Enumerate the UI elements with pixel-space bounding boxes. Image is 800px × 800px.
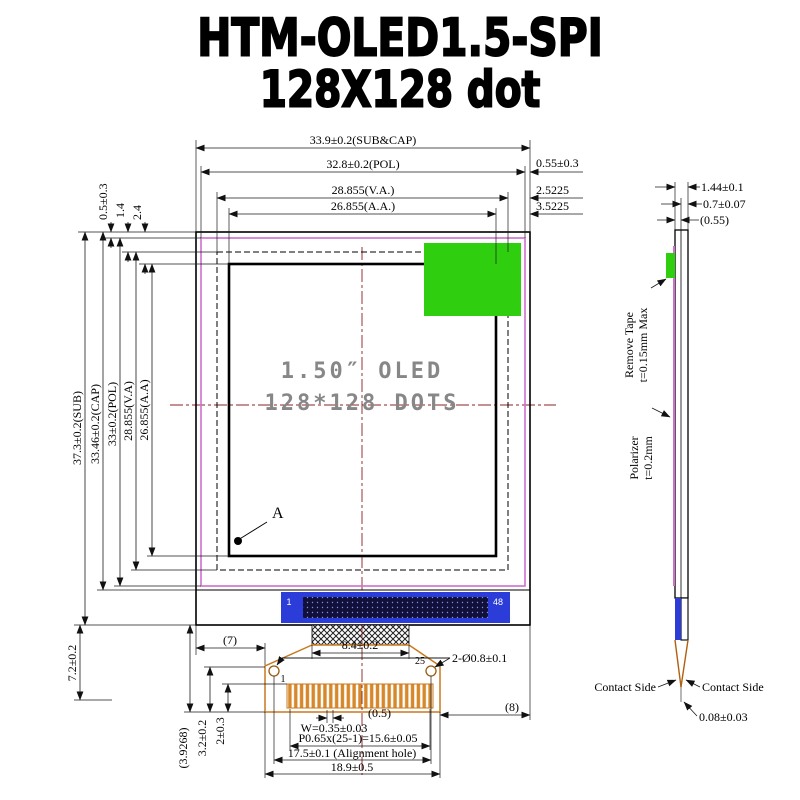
dim-cap-height: 33.46±0.2(CAP) [88,384,102,464]
side-fpc-taper-left [674,639,682,688]
remove-tape-thickness-label: t=0.15mm Max [636,308,650,383]
dim-cap-thickness: (0.55) [700,213,729,227]
dim-left-offset-aa: 2.4 [130,205,144,220]
dim-pol-height: 33±0.2(POL) [105,382,119,446]
driver-pin-1-label: 1 [286,597,291,607]
dim-right-offset-pol: 0.55±0.3 [536,156,579,170]
driver-ic [303,597,488,618]
dim-neck-width: 8.4±0.2 [342,638,379,652]
dim-va-width: 28.855(V.A.) [332,183,395,197]
side-remove-tape-tab [666,253,675,278]
side-view [666,229,689,702]
side-profile-body [674,229,689,599]
viewing-area-outline [216,251,509,571]
dim-fpc-thickness: 0.08±0.03 [699,710,748,724]
remove-tape-label: Remove Tape [622,312,636,378]
dim-glass-to-fpc: (7) [223,633,237,647]
fpc-pin-25-label: 25 [415,656,425,667]
dim-fpc-ref: (3.9268) [176,728,190,769]
contact-side-left-label: Contact Side [594,680,656,694]
fpc-pin-1-label: 1 [281,674,286,685]
polarizer-thickness-label: t=0.2mm [641,435,655,479]
dim-sub-height: 37.3±0.2(SUB) [70,391,84,465]
dim-right-ref: (8) [505,700,519,714]
protect-tape-tab [424,243,521,316]
dim-aa-height: 26.855(A.A) [137,379,151,440]
dim-alignment-holes: 2-Ø0.8±0.1 [452,651,507,665]
point-a-leader [237,521,268,541]
fpc-contact-pads [286,683,434,709]
center-lines [170,247,556,592]
polarizer-label: Polarizer [627,436,641,479]
dim-va-height: 28.855(V.A) [121,381,135,441]
front-view [195,231,531,775]
dim-pad-pitch: P0.65x(25-1)=15.6±0.05 [298,731,417,745]
dim-sub-thickness: 0.7±0.07 [703,197,746,211]
dim-right-offset-aa: 3.5225 [536,199,569,213]
dim-finger-length: 3.2±0.2 [195,720,209,757]
dim-left-offset-pol: 0.5±0.3 [96,183,110,220]
dim-bottom-ledge: 7.2±0.2 [65,645,79,682]
drawing-title: HTM-OLED1.5-SPI [196,7,603,69]
dim-sub-cap-width: 33.9±0.2(SUB&CAP) [310,133,417,147]
contact-side-right-label: Contact Side [702,680,764,694]
polarizer-outline [200,237,526,587]
side-substrate-ledge [680,597,689,641]
labels: 1.50″ OLED 128*128 DOTS A 1 48 1 25 33.9… [65,133,764,774]
dim-pol-width: 32.8±0.2(POL) [326,157,399,171]
dimension-lines [76,144,702,778]
alignment-hole-right [425,665,437,677]
side-fpc-taper-right [680,639,689,688]
dim-pad-width: W=0.35±0.03 [301,721,368,735]
dim-left-offset-va: 1.4 [113,203,127,218]
dim-center-gap: (0.5) [368,706,391,720]
dim-hole-span: 17.5±0.1 (Alignment hole) [288,746,417,760]
screen-resolution-text: 128*128 DOTS [265,391,460,416]
alignment-hole-left [268,665,280,677]
screen-size-text: 1.50″ OLED [281,359,443,384]
dim-right-offset-va: 2.5225 [536,183,569,197]
drawing-subtitle: 128X128 dot [259,59,541,119]
dim-total-thickness: 1.44±0.1 [701,180,744,194]
dim-fpc-width: 18.9±0.5 [331,760,374,774]
point-a-label: A [272,505,284,522]
side-connector-strip [675,598,681,640]
active-area-outline [227,262,498,558]
driver-pin-48-label: 48 [493,597,503,607]
dim-aa-width: 26.855(A.A.) [331,199,395,213]
dim-pad-length: 2±0.3 [213,717,227,745]
